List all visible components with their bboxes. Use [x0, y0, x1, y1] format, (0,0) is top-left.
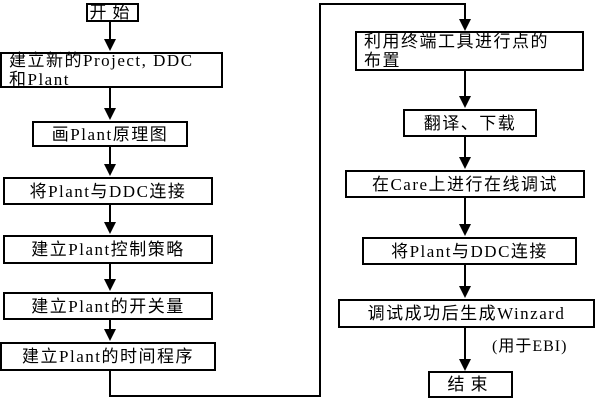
- node-create-project: 建立新的Project, DDC 和Plant: [0, 51, 223, 89]
- node-draw-plant-diagram: 画Plant原理图: [32, 121, 188, 147]
- winzard-note-label: (用于EBI): [492, 338, 568, 355]
- node-build-switch-quantity: 建立Plant的开关量: [3, 292, 213, 320]
- node-generate-winzard: 调试成功后生成Winzard: [338, 299, 595, 328]
- node-build-control-strategy: 建立Plant控制策略: [3, 235, 213, 264]
- node-terminal-tool-points: 利用终端工具进行点的 布置: [355, 31, 584, 71]
- node-online-debug-care: 在Care上进行在线调试: [345, 170, 585, 198]
- node-connect-plant-ddc-left: 将Plant与DDC连接: [3, 177, 213, 205]
- node-connect-plant-ddc-right: 将Plant与DDC连接: [362, 237, 577, 265]
- arrow-time-to-terminal-routed: [109, 3, 471, 397]
- node-end: 结束: [428, 371, 513, 398]
- node-start: 开始: [86, 3, 139, 22]
- node-translate-download: 翻译、下载: [403, 109, 537, 137]
- node-build-time-program: 建立Plant的时间程序: [0, 342, 216, 371]
